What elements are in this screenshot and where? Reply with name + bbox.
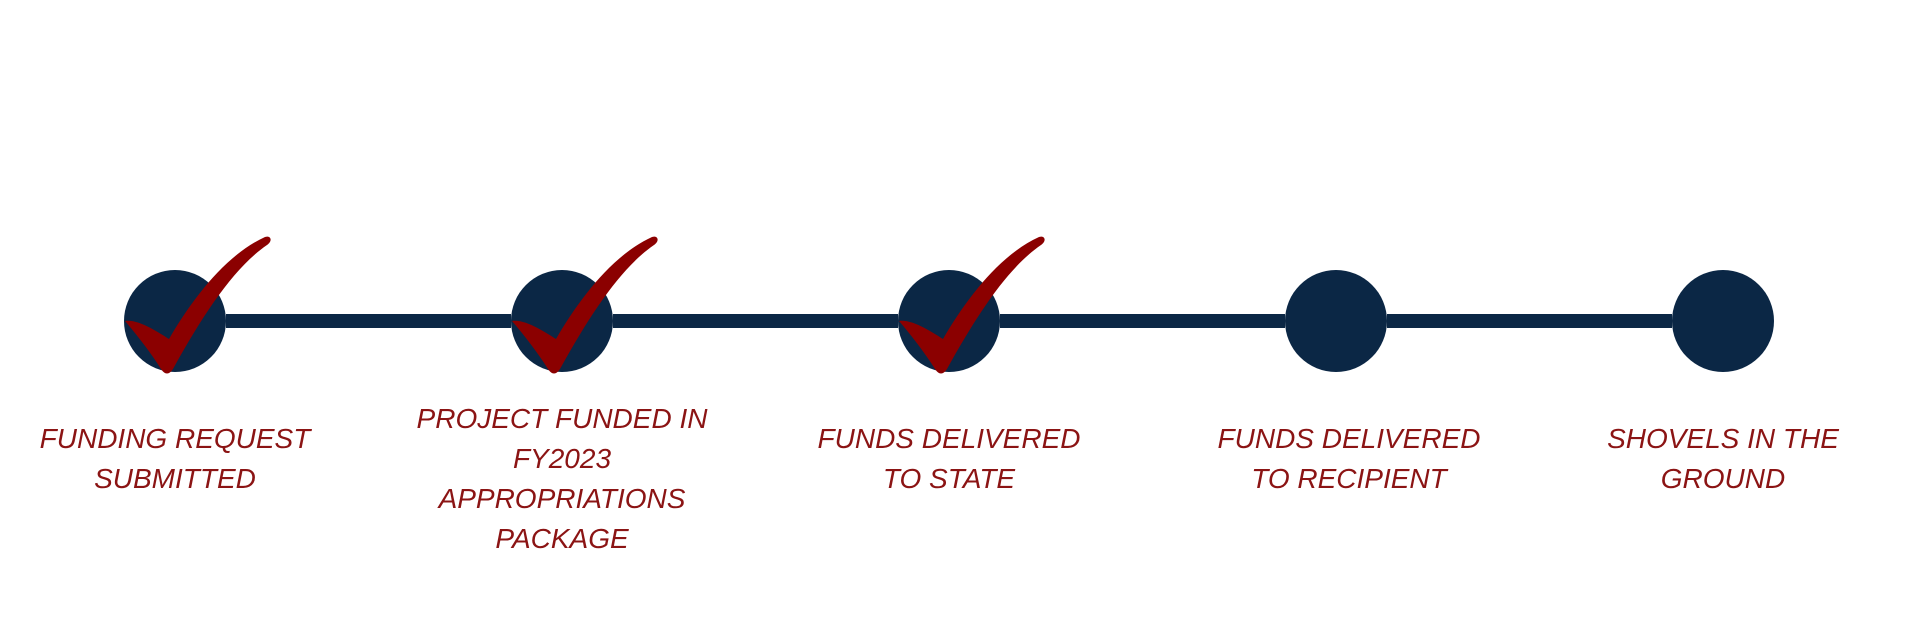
connector-3-4 (1000, 314, 1285, 328)
step-label-2: PROJECT FUNDED IN FY2023 APPROPRIATIONS … (392, 399, 732, 559)
connector-1-2 (226, 314, 511, 328)
step-label-2-line-4: PACKAGE (495, 523, 629, 554)
connector-4-5 (1387, 314, 1672, 328)
step-node-4 (1285, 270, 1387, 372)
step-label-1-line-1: FUNDING REQUEST (39, 423, 311, 454)
step-label-5-line-1: SHOVELS IN THE (1607, 423, 1839, 454)
step-label-1-line-2: SUBMITTED (94, 463, 256, 494)
connector-2-3 (613, 314, 898, 328)
step-node-5 (1672, 270, 1774, 372)
checkmark-icon (899, 236, 1045, 374)
step-label-5-line-2: GROUND (1660, 463, 1786, 494)
step-label-3: FUNDS DELIVERED TO STATE (779, 419, 1119, 499)
step-label-2-line-2: FY2023 (512, 443, 612, 474)
step-label-4-line-2: TO RECIPIENT (1251, 463, 1447, 494)
step-label-3-line-2: TO STATE (882, 463, 1016, 494)
step-label-1: FUNDING REQUEST SUBMITTED (5, 419, 345, 499)
step-label-3-line-1: FUNDS DELIVERED (817, 423, 1081, 454)
checkmark-icon (512, 236, 658, 374)
step-label-2-line-3: APPROPRIATIONS (438, 483, 686, 514)
step-label-4: FUNDS DELIVERED TO RECIPIENT (1179, 419, 1519, 499)
step-label-2-line-1: PROJECT FUNDED IN (416, 403, 708, 434)
step-label-5: SHOVELS IN THE GROUND (1553, 419, 1893, 499)
step-label-4-line-1: FUNDS DELIVERED (1217, 423, 1481, 454)
checkmark-icon (125, 236, 271, 374)
